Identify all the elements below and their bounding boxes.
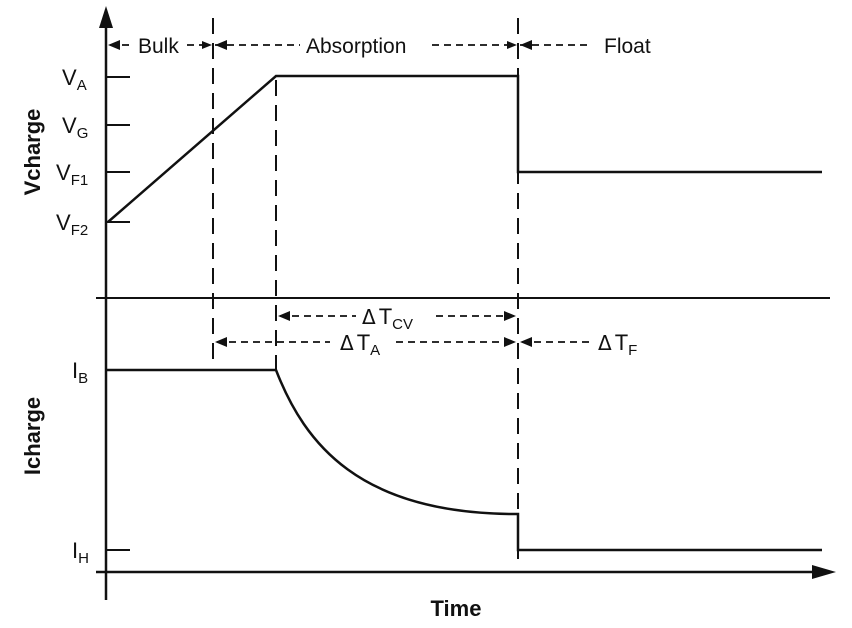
interval-arrows [217, 315, 590, 343]
label-ib: IB [72, 358, 88, 387]
axis-title-vcharge: Vcharge [20, 109, 45, 196]
voltage-curve [107, 74, 822, 223]
phase-boundaries [212, 18, 519, 560]
label-vg: VG [62, 113, 88, 142]
vertical-axis-arrow [99, 6, 113, 28]
time-axis-arrow [812, 565, 836, 579]
axis-title-time: Time [431, 596, 482, 621]
axis-title-icharge: Icharge [20, 397, 45, 475]
label-vf2: VF2 [56, 210, 88, 239]
phase-label-float: Float [604, 35, 651, 58]
label-ih: IH [72, 538, 89, 567]
phase-label-absorption: Absorption [306, 35, 406, 58]
interval-arrow-heads [215, 311, 532, 347]
label-va: VA [62, 65, 87, 94]
current-ticks [106, 369, 130, 551]
phase-label-bulk: Bulk [138, 35, 179, 58]
phase-arrow-heads [108, 40, 532, 50]
label-vf1: VF1 [56, 160, 88, 189]
current-curve [106, 368, 822, 552]
voltage-ticks [106, 76, 130, 223]
